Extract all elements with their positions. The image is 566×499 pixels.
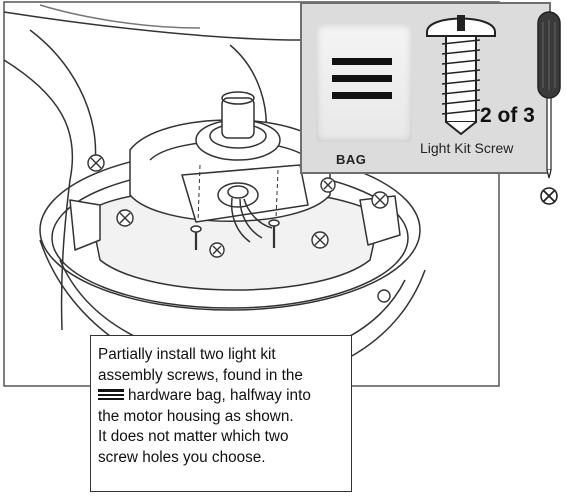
instruction-line-with-icon: hardware bag, halfway into <box>98 386 345 407</box>
instruction-line: assembly screws, found in the <box>98 366 303 384</box>
screw-hole <box>87 154 105 172</box>
instruction-line: Partially install two light kit <box>98 346 276 363</box>
hardware-bag <box>316 24 412 142</box>
screw-hole <box>209 242 225 258</box>
screw-hole <box>116 209 134 227</box>
instruction-line: screw holes you choose. <box>98 448 266 466</box>
instruction-line-text: hardware bag, halfway into <box>128 387 311 405</box>
hardware-bag-icon <box>98 389 124 401</box>
screw-hole <box>371 191 389 209</box>
hardware-inset: BAG 2 of 3 Light Kit Screw <box>300 2 551 174</box>
screw-hole <box>377 289 391 303</box>
three-bars-icon <box>332 58 392 106</box>
bag-label: BAG <box>336 152 367 167</box>
phillips-screwdriver-icon <box>537 11 561 205</box>
screw-hole <box>320 177 336 193</box>
light-kit-screw-icon <box>426 15 496 136</box>
instruction-line: It does not matter which two <box>98 428 289 446</box>
part-name-label: Light Kit Screw <box>420 140 514 156</box>
screw-holes <box>87 154 391 303</box>
instruction-callout: Partially install two light kit assembly… <box>90 335 352 492</box>
quantity-label: 2 of 3 <box>480 104 535 127</box>
screw-hole <box>311 231 329 249</box>
instruction-line: the motor housing as shown. <box>98 407 294 425</box>
